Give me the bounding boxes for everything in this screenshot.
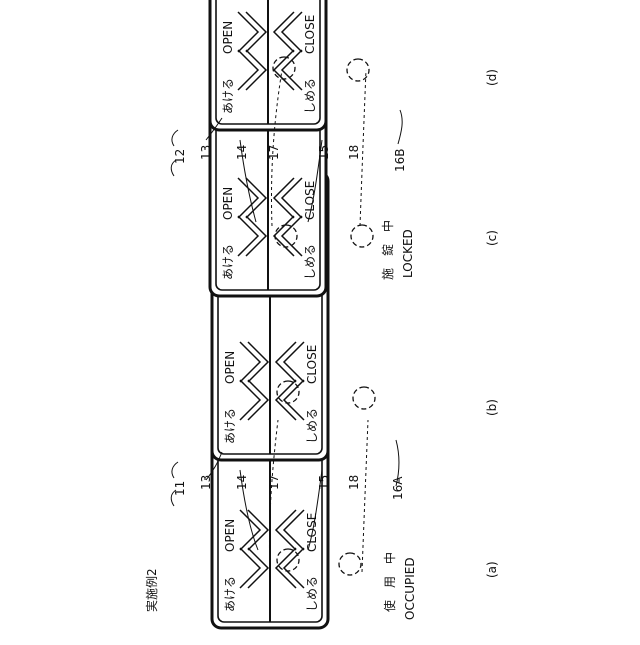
status-jp: 施 錠 中 xyxy=(380,220,395,280)
indicator-window-icon xyxy=(353,387,375,409)
panel-d: あける OPEN しめる CLOSE xyxy=(210,0,369,130)
caption-b: (b) xyxy=(485,399,499,416)
group-label-11: 11 xyxy=(171,462,187,506)
label-open-jp: あける xyxy=(223,576,237,612)
svg-text:11: 11 xyxy=(173,481,187,496)
ref-13-lower: 13 xyxy=(199,475,213,490)
ref-15-upper: 15 xyxy=(317,145,331,160)
caption-a: (a) xyxy=(485,561,499,578)
caption-d: (d) xyxy=(485,69,499,86)
label-close-jp: しめる xyxy=(305,576,319,612)
link-line-18-lower xyxy=(362,420,368,572)
label-open-en: OPEN xyxy=(223,519,237,552)
label-open-jp: あける xyxy=(221,244,235,280)
status-en: OCCUPIED xyxy=(403,557,417,620)
label-close-en: CLOSE xyxy=(303,15,317,54)
embodiment-label: 実施例2 xyxy=(144,568,159,612)
ref-14-lower: 14 xyxy=(235,475,249,490)
ref-17-upper: 17 xyxy=(267,145,281,160)
status-jp: 使 用 中 xyxy=(382,552,397,612)
ref-16A: 16A xyxy=(391,476,405,500)
ref-18-upper: 18 xyxy=(347,145,361,160)
label-open-en: OPEN xyxy=(221,21,235,54)
ref-17-lower: 17 xyxy=(267,475,281,490)
ref-14-upper: 14 xyxy=(235,145,249,160)
ref-18-lower: 18 xyxy=(347,475,361,490)
label-close-en: CLOSE xyxy=(305,345,319,384)
group-label-12: 12 xyxy=(171,130,187,176)
label-open-en: OPEN xyxy=(221,187,235,220)
ref-13-upper: 13 xyxy=(199,145,213,160)
ref-15-lower: 15 xyxy=(317,475,331,490)
svg-text:12: 12 xyxy=(173,149,187,164)
label-open-jp: あける xyxy=(221,78,235,114)
label-close-jp: しめる xyxy=(303,78,317,114)
label-close-jp: しめる xyxy=(305,408,319,444)
label-close-jp: しめる xyxy=(303,244,317,280)
label-open-jp: あける xyxy=(223,408,237,444)
caption-c: (c) xyxy=(485,230,499,246)
label-open-en: OPEN xyxy=(223,351,237,384)
ref-16B: 16B xyxy=(393,148,407,172)
indicator-window-icon xyxy=(351,225,373,247)
status-en: LOCKED xyxy=(401,229,415,278)
indicator-window-icon xyxy=(339,553,361,575)
